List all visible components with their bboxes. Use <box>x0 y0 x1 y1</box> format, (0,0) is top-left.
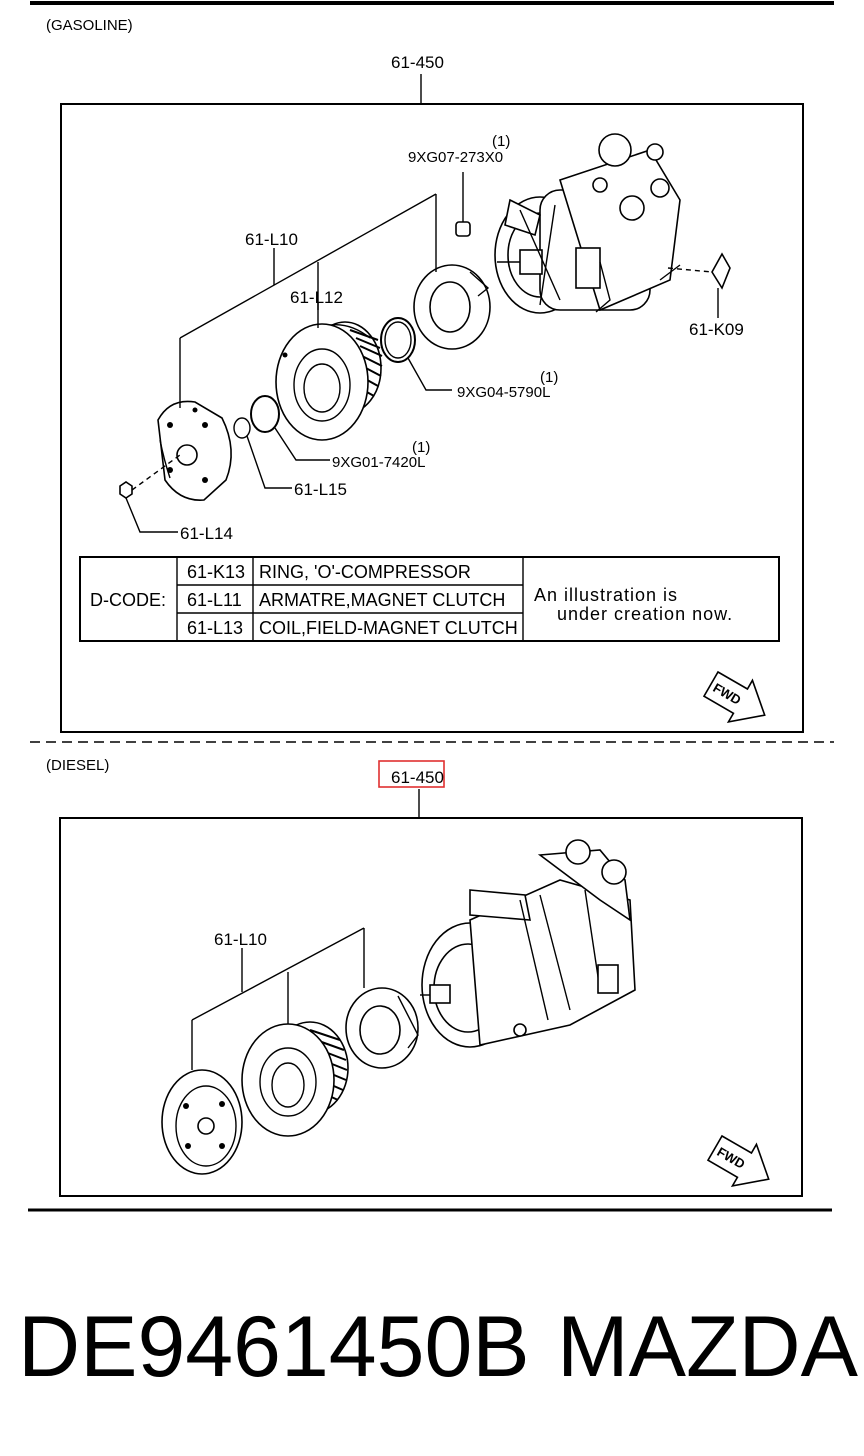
diesel-callout-brackets <box>191 927 365 1070</box>
dcode-row-1-code[interactable]: 61-K13 <box>187 562 245 582</box>
parts-diagram: (GASOLINE) 61-450 61-K09 (1) 9XG07-273X0 <box>28 1 834 1212</box>
gasoline-callout-brackets <box>179 193 437 408</box>
callout-9XG01-7420L[interactable]: 9XG01-7420L <box>332 454 425 471</box>
callout-61-L15[interactable]: 61-L15 <box>294 480 347 499</box>
dcode-row-2-desc: ARMATRE,MAGNET CLUTCH <box>259 590 505 610</box>
diesel-fwd-arrow: FWD <box>706 1134 770 1188</box>
gasoline-diagram-frame <box>60 103 804 733</box>
dcode-table <box>79 556 780 642</box>
callout-9XG07-273X0[interactable]: 9XG07-273X0 <box>408 149 503 166</box>
gasoline-assembly-label[interactable]: 61-450 <box>391 53 444 72</box>
dcode-row-1-desc: RING, 'O'-COMPRESSOR <box>259 562 471 582</box>
diesel-field-coil <box>345 987 419 1069</box>
diesel-assembly-label[interactable]: 61-450 <box>391 768 444 787</box>
callout-61-L14[interactable]: 61-L14 <box>180 524 233 543</box>
gasoline-sleeve <box>455 221 471 237</box>
callout-61-L12[interactable]: 61-L12 <box>290 288 343 307</box>
part-number: DE9461450B <box>18 1299 530 1395</box>
dcode-row-2-code[interactable]: 61-L11 <box>187 590 242 610</box>
dcode-label: D-CODE: <box>90 590 166 610</box>
callout-61-K09[interactable]: 61-K09 <box>689 320 744 339</box>
callout-9XG07-qty: (1) <box>492 133 510 150</box>
diesel-section-title: (DIESEL) <box>46 757 109 774</box>
callout-9XG04-qty: (1) <box>540 369 558 386</box>
diesel-armature-plate <box>161 1069 243 1175</box>
gasoline-section-title: (GASOLINE) <box>46 17 133 34</box>
gasoline-fwd-arrow: FWD <box>702 670 766 724</box>
dcode-note-line-1: An illustration is <box>534 585 678 605</box>
gasoline-nut <box>119 481 133 499</box>
gasoline-bracket-61-K09 <box>667 252 731 318</box>
dcode-row-3-desc: COIL,FIELD-MAGNET CLUTCH <box>259 618 518 638</box>
diesel-assembly-highlight <box>378 760 445 788</box>
gasoline-oring <box>380 317 416 363</box>
gasoline-armature-plate <box>157 400 232 501</box>
diesel-compressor <box>420 839 636 1048</box>
gasoline-compressor <box>494 133 681 314</box>
callout-61-L10-gasoline[interactable]: 61-L10 <box>245 230 298 249</box>
callout-9XG04-5790L[interactable]: 9XG04-5790L <box>457 384 550 401</box>
gasoline-spacer <box>233 417 251 439</box>
callout-9XG01-qty: (1) <box>412 439 430 456</box>
callout-61-L10-diesel[interactable]: 61-L10 <box>214 930 267 949</box>
diesel-diagram-frame <box>59 817 803 1197</box>
gasoline-snap-ring <box>250 395 280 433</box>
diesel-pulley <box>241 1021 349 1137</box>
gasoline-field-coil <box>413 264 491 350</box>
part-footer: DE9461450B MAZDA <box>18 1292 858 1402</box>
brand-name: MAZDA <box>557 1299 858 1395</box>
dcode-note-line-2: under creation now. <box>557 604 733 624</box>
gasoline-pulley <box>275 321 383 441</box>
dcode-row-3-code[interactable]: 61-L13 <box>187 618 243 638</box>
